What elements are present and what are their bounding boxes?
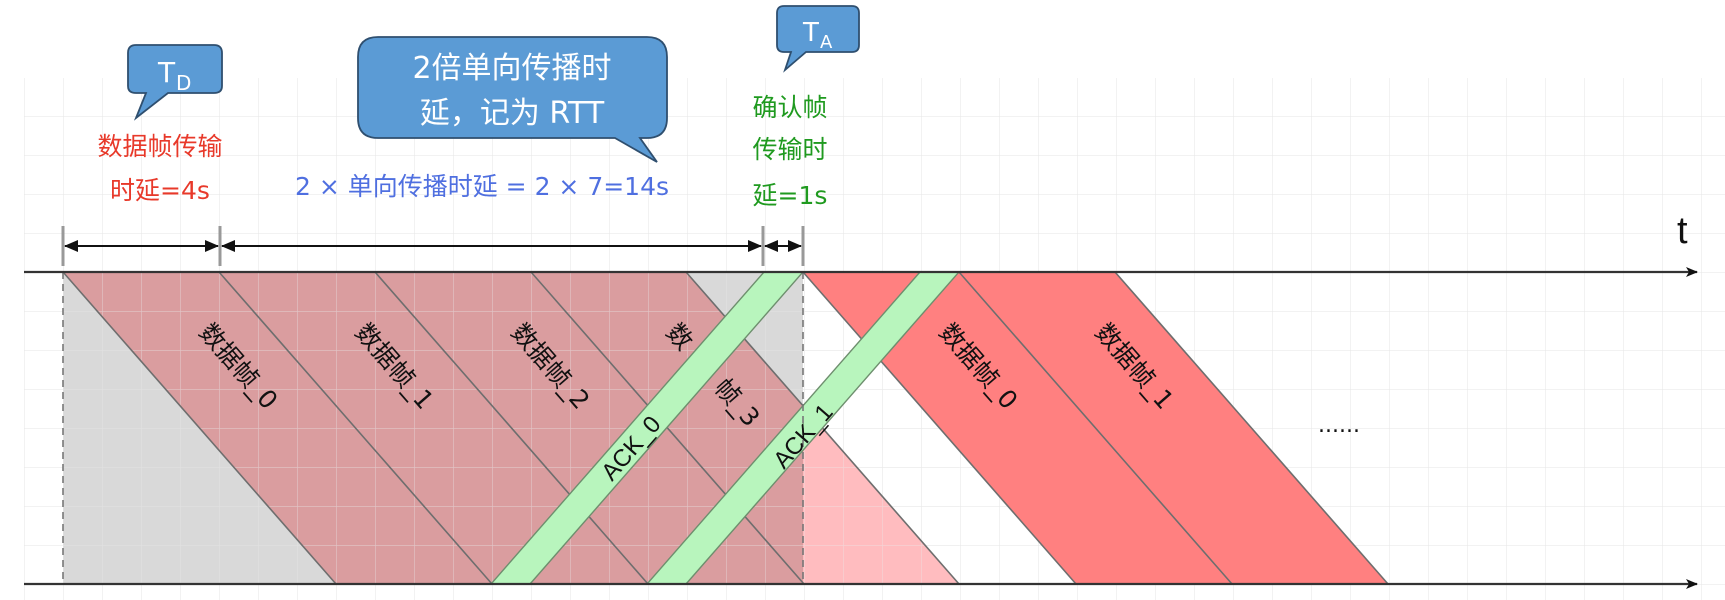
- td-main: T: [157, 56, 176, 89]
- ack-tx-label-line1: 确认帧: [752, 93, 827, 122]
- td-bubble: T D: [127, 44, 223, 121]
- frame-boundaries-round2: [802, 271, 1389, 585]
- data-tx-label-line2: 时延=4s: [110, 176, 210, 205]
- time-axis-label: t: [1677, 210, 1688, 252]
- ack-tx-label-line2: 传输时: [752, 135, 827, 164]
- td-sub: D: [176, 71, 191, 95]
- ack-tx-label-line3: 延=1s: [753, 181, 828, 210]
- ta-bubble: T A: [776, 5, 860, 73]
- continuation-ellipsis: ......: [1318, 413, 1360, 438]
- rtt-bubble-line2: 延，记为 RTT: [420, 96, 605, 131]
- data-tx-label-line1: 数据帧传输: [97, 132, 222, 161]
- ta-main: T: [802, 18, 819, 48]
- rtt-bubble: 2倍单向传播时 延，记为 RTT: [357, 36, 668, 163]
- dimension-ticks: [61, 226, 805, 266]
- rtt-bubble-line1: 2倍单向传播时: [412, 51, 611, 86]
- ta-sub: A: [820, 32, 833, 53]
- propagation-label: 2 × 单向传播时延 = 2 × 7=14s: [295, 172, 669, 201]
